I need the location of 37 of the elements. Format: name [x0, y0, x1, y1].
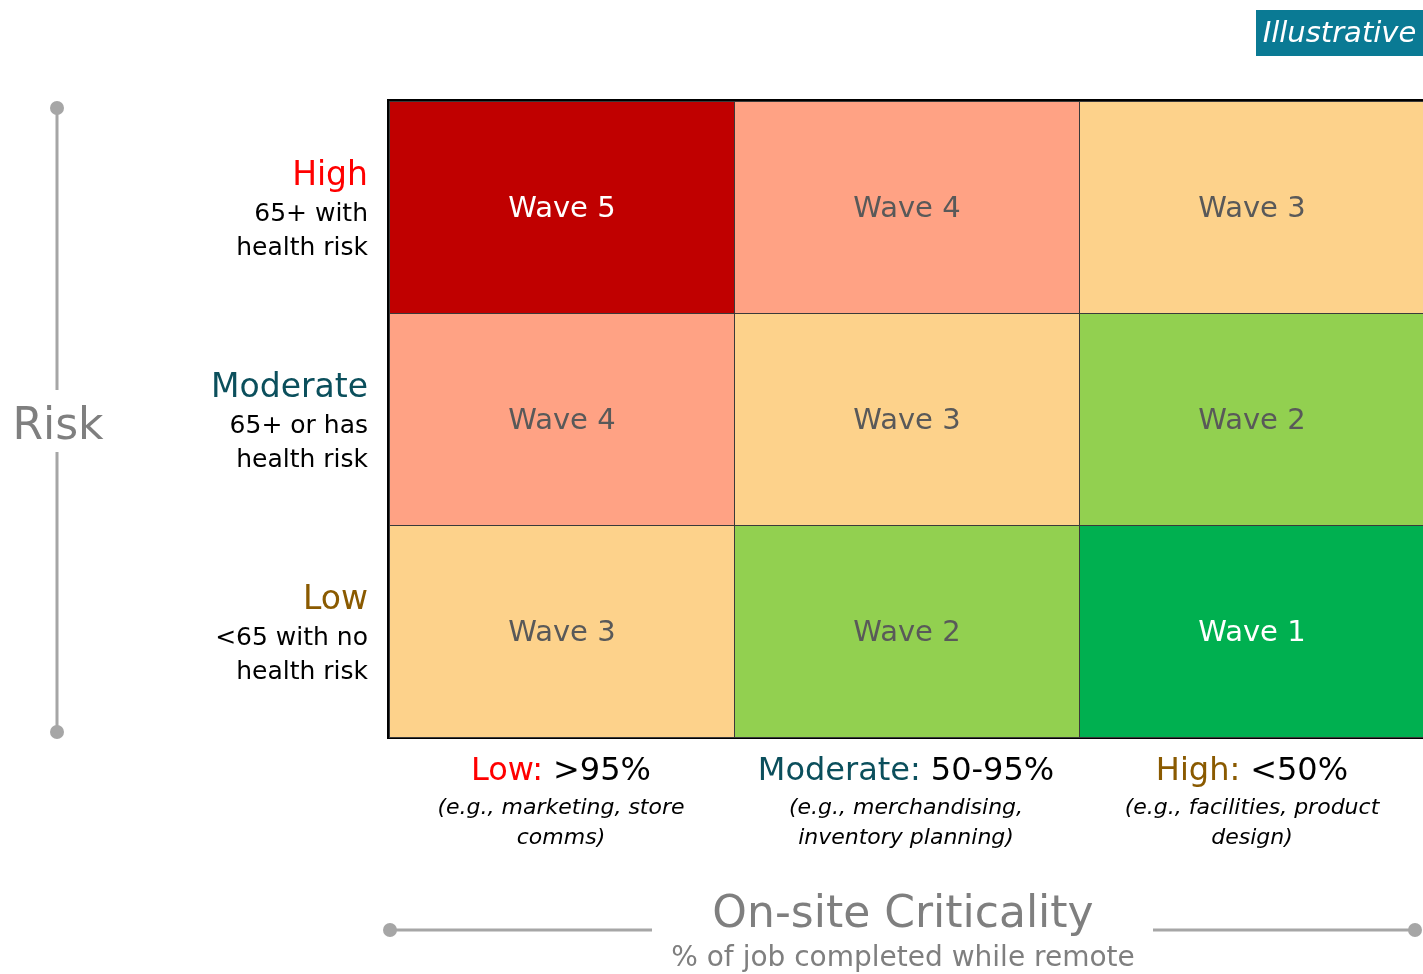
wave-label: Wave 2 [853, 612, 961, 650]
wave-label: Wave 2 [1198, 400, 1306, 438]
criticality-range: 50-95% [930, 750, 1055, 789]
matrix-cell [389, 313, 735, 526]
risk-level-title: High [291, 153, 368, 195]
criticality-example: (e.g., marketing, store comms) [436, 793, 686, 851]
illustrative-badge: Illustrative [1256, 10, 1423, 56]
wave-label: Wave 1 [1198, 612, 1306, 650]
axis-subtitle: % of job completed while remote [670, 939, 1136, 974]
risk-level-title: Low [302, 577, 368, 619]
wave-label: Wave 5 [508, 188, 616, 226]
axis-title: On-site Criticality [711, 885, 1095, 939]
criticality-range: >95% [553, 750, 651, 789]
matrix-cell [389, 525, 735, 738]
risk-level-description: 65+ or has health risk [228, 409, 368, 475]
criticality-level-title: High: [1155, 750, 1241, 789]
risk-level-description: 65+ with health risk [235, 197, 368, 263]
risk-level-title: Moderate [210, 365, 368, 407]
matrix-cell [1079, 313, 1423, 526]
matrix-cell [1079, 101, 1423, 314]
criticality-example: (e.g., merchandising, inventory planning) [787, 793, 1025, 851]
wave-label: Wave 3 [853, 400, 961, 438]
matrix-cell [734, 525, 1080, 738]
wave-label: Wave 3 [1198, 188, 1306, 226]
wave-label: Wave 4 [853, 188, 961, 226]
matrix-cell [389, 101, 735, 314]
criticality-level-title: Moderate: [757, 750, 921, 789]
criticality-example: (e.g., facilities, product design) [1123, 793, 1381, 851]
axis-title: Risk [11, 397, 105, 451]
criticality-range: <50% [1250, 750, 1349, 789]
matrix-cell [1079, 525, 1423, 738]
matrix-cell [734, 101, 1080, 314]
criticality-level-title: Low: [471, 750, 544, 789]
wave-label: Wave 4 [508, 400, 616, 438]
matrix-cell [734, 313, 1080, 526]
risk-level-description: <65 with no health risk [214, 621, 368, 687]
wave-label: Wave 3 [508, 612, 616, 650]
